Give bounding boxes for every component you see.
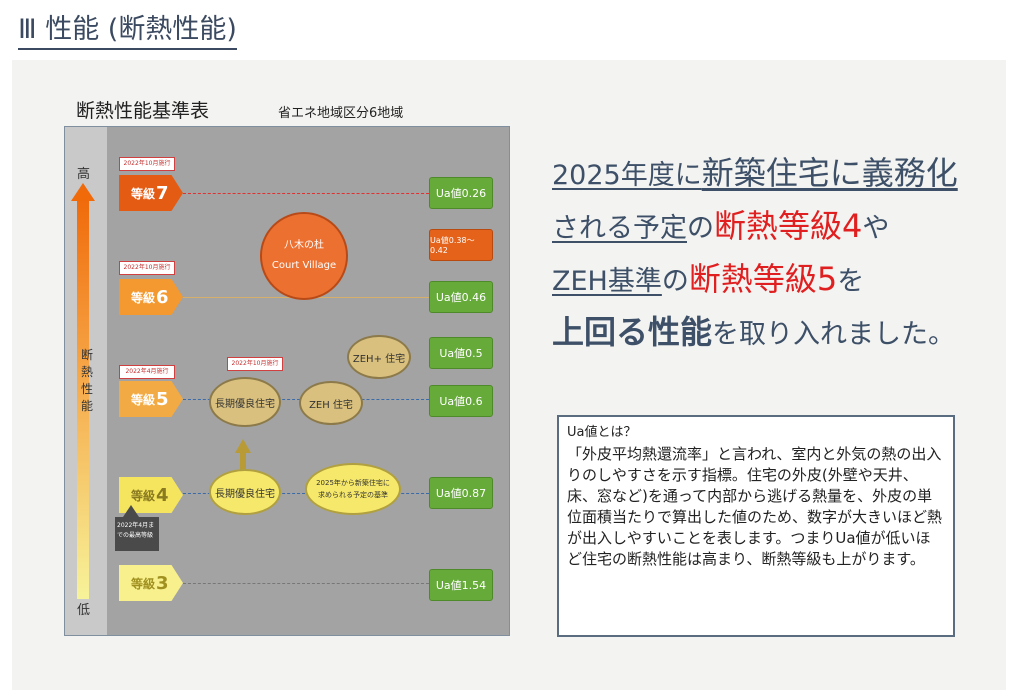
headline-text: の (687, 213, 714, 244)
headline-emphasis: 上回る性能 (552, 313, 713, 351)
ua-box-grade6: Ua値0.46 (429, 281, 493, 313)
headline-emphasis: 断熱等級4 (714, 207, 863, 245)
axis-up-arrow-icon (71, 183, 95, 201)
ua-box-grade7: Ua値0.26 (429, 177, 493, 209)
level-line-7 (183, 193, 429, 194)
choki-upper-tag: 2022年10月施行 (227, 357, 283, 371)
mandatory-standard-circle: 2025年から新築住宅に 求められる予定の基準 (305, 463, 401, 515)
yagi-court-village-circle: 八木の杜 Court Village (260, 212, 348, 300)
headline-text: を (837, 266, 865, 297)
yagi-name: 八木の杜 (284, 240, 324, 251)
ua-box-grade4: Ua値0.87 (429, 477, 493, 509)
grade-prefix: 等級 (131, 392, 156, 407)
headline-emphasis: 断熱等級5 (688, 260, 838, 298)
up-arrow-stem (240, 453, 246, 477)
headline-text: 新築住宅に義務化 (701, 154, 958, 192)
table-subtitle: 省エネ地域区分6地域 (278, 106, 404, 121)
mandatory-line2: 求められる予定の基準 (318, 491, 388, 499)
axis-low-label: 低 (77, 603, 91, 618)
table-title: 断熱性能基準表 (76, 100, 210, 122)
axis-gradient-bar (77, 199, 89, 599)
ua-box-zeh-plus: Ua値0.5 (429, 337, 493, 369)
insulation-diagram: 高 断熱性能 低 2022年10月施行 2022年10月施行 2022年4月施行… (64, 126, 510, 636)
headline-line-4: 上回る性能を取り入れました。 (552, 307, 992, 360)
headline-text: ZEH基準 (552, 266, 662, 297)
grade7-tag: 2022年10月施行 (119, 157, 175, 171)
grade-number: 6 (156, 286, 169, 308)
ua-box-grade3: Ua値1.54 (429, 569, 493, 601)
ua-box-grade5: Ua値0.6 (429, 385, 493, 417)
grade5-tag: 2022年4月施行 (119, 365, 175, 379)
grade4-note-tail (123, 505, 139, 517)
mandatory-line1: 2025年から新築住宅に (316, 479, 390, 487)
grade6-tag: 2022年10月施行 (119, 261, 175, 275)
axis-high-label: 高 (77, 167, 91, 182)
headline-line-2: される予定の断熱等級4や (552, 201, 992, 254)
zeh-plus-circle: ZEH+ 住宅 (347, 335, 411, 379)
headline-text: を取り入れました。 (712, 319, 956, 350)
up-arrow-icon (235, 439, 251, 453)
zeh-circle: ZEH 住宅 (299, 381, 363, 425)
headline-line-3: ZEH基準の断熱等級5を (552, 254, 992, 307)
ua-box-yagi: Ua値0.38〜0.42 (429, 229, 493, 261)
grade-prefix: 等級 (131, 186, 156, 201)
ua-definition-box: Ua値とは？ 「外皮平均熱還流率」と言われ、室内と外気の熱の出入りのしやすさを示… (557, 415, 955, 637)
grade-prefix: 等級 (131, 290, 156, 305)
axis-label: 断熱性能 (80, 348, 93, 413)
headline-text: の (661, 266, 689, 297)
ua-definition-body: 「外皮平均熱還流率」と言われ、室内と外気の熱の出入りのしやすさを示す指標。住宅の… (567, 445, 943, 568)
grade-number: 4 (156, 484, 169, 506)
grade-prefix: 等級 (131, 488, 156, 503)
level-line-3 (183, 583, 429, 584)
headline-line-1: 2025年度に新築住宅に義務化 (552, 148, 992, 201)
ua-definition-title: Ua値とは？ (567, 425, 637, 440)
grade-number: 7 (156, 182, 169, 204)
grade4-note: 2022年4月までの最高等級 (115, 517, 159, 551)
choki-upper-circle: 長期優良住宅 (209, 377, 281, 427)
headline: 2025年度に新築住宅に義務化 される予定の断熱等級4や ZEH基準の断熱等級5… (552, 148, 992, 360)
headline-text: や (862, 213, 890, 244)
choki-lower-circle: 長期優良住宅 (209, 469, 281, 515)
headline-text: される予定 (552, 213, 687, 244)
headline-text: 2025年度に (552, 160, 702, 191)
grade-number: 3 (156, 572, 169, 594)
grade-number: 5 (156, 388, 169, 410)
page-title: Ⅲ 性能 (断熱性能) (18, 14, 237, 50)
grade-prefix: 等級 (131, 576, 156, 591)
court-village-name: Court Village (271, 260, 337, 271)
